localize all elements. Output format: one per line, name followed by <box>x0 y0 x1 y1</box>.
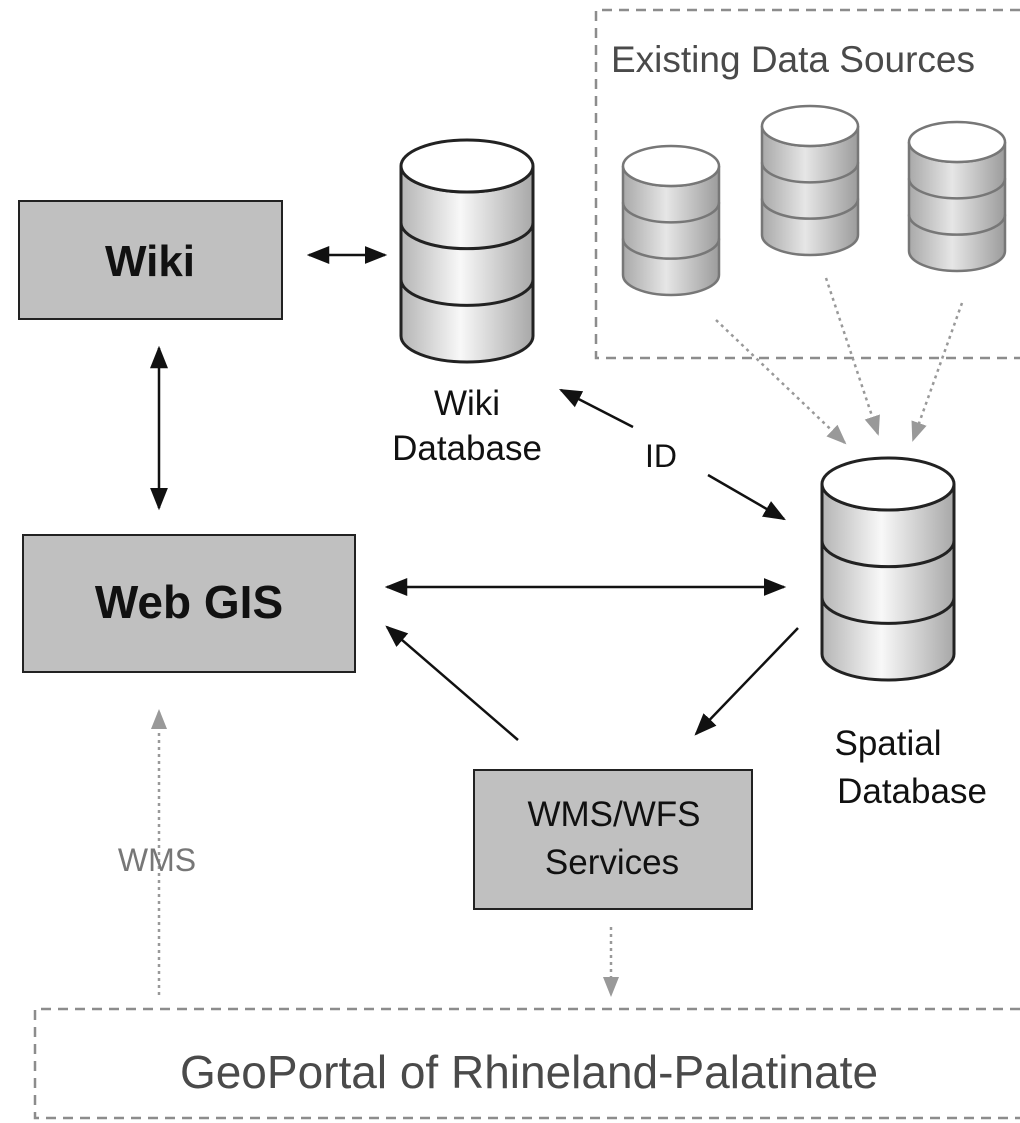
wiki-db-body <box>399 165 535 364</box>
src-db-1-top <box>621 144 721 188</box>
existing-data-sources-group: Existing Data Sources <box>594 8 1020 360</box>
geoportal-border <box>33 1007 1020 1120</box>
src-db-2-ring-1 <box>760 162 860 184</box>
geoportal-group: GeoPortal of Rhineland-Palatinate <box>33 1007 1020 1120</box>
wiki-db-ring-2 <box>399 279 535 307</box>
web-gis-box-rect <box>22 534 356 673</box>
src-db-2-ring-2 <box>760 198 860 220</box>
existing-data-sources-title: Existing Data Sources <box>611 39 975 80</box>
spatial-db-body <box>820 483 956 682</box>
src-db-1-ring-1 <box>621 202 721 224</box>
services-label-line1: WMS/WFS <box>527 795 700 834</box>
spatial-db-ring-2 <box>820 597 956 625</box>
existing-data-sources-border <box>594 8 1020 360</box>
arrow-source1-to-spatialdb <box>715 319 847 445</box>
src-db-3-ring-1 <box>907 178 1007 200</box>
wiki-db-top <box>399 138 535 194</box>
services-label-line2: Services <box>545 843 679 882</box>
spatial-database-label-line2: Database <box>837 772 987 811</box>
wiki-database-icon <box>399 138 535 364</box>
arrow-source2-to-spatialdb <box>824 277 880 436</box>
source-database-3-icon <box>907 120 1007 273</box>
arrow-services-to-webgis <box>385 625 519 741</box>
geoportal-label: GeoPortal of Rhineland-Palatinate <box>180 1046 878 1098</box>
src-db-3-top <box>907 120 1007 164</box>
services-box-rect <box>473 769 753 910</box>
spatial-db-top <box>820 456 956 512</box>
wiki-box-rect <box>18 200 283 320</box>
wiki-box: Wiki <box>18 200 283 320</box>
source-database-2-icon <box>760 104 860 257</box>
source-database-1-icon <box>621 144 721 297</box>
src-db-1-ring-2 <box>621 238 721 260</box>
edge-label-wms: WMS <box>118 842 196 878</box>
spatial-database-icon <box>820 456 956 682</box>
arrow-id-to-spatialdb <box>707 473 786 521</box>
web-gis-box: Web GIS <box>22 534 356 673</box>
src-db-3-ring-2 <box>907 214 1007 236</box>
wiki-label: Wiki <box>105 237 195 286</box>
solid-arrows <box>150 246 799 741</box>
web-gis-label: Web GIS <box>95 576 283 628</box>
arrow-source3-to-spatialdb <box>911 302 964 442</box>
spatial-db-ring-1 <box>820 540 956 569</box>
wiki-database-label-line1: Wiki <box>434 384 500 423</box>
dotted-arrows <box>151 277 964 997</box>
arrow-id-to-wikidb <box>558 388 634 429</box>
wiki-database-label-line2: Database <box>392 429 542 468</box>
services-box: WMS/WFS Services <box>473 769 753 910</box>
wiki-db-ring-1 <box>399 222 535 251</box>
edge-label-id: ID <box>645 438 677 474</box>
arrow-spatialdb-to-services <box>694 627 799 736</box>
src-db-2-top <box>760 104 860 148</box>
spatial-database-label-line1: Spatial <box>834 724 941 763</box>
